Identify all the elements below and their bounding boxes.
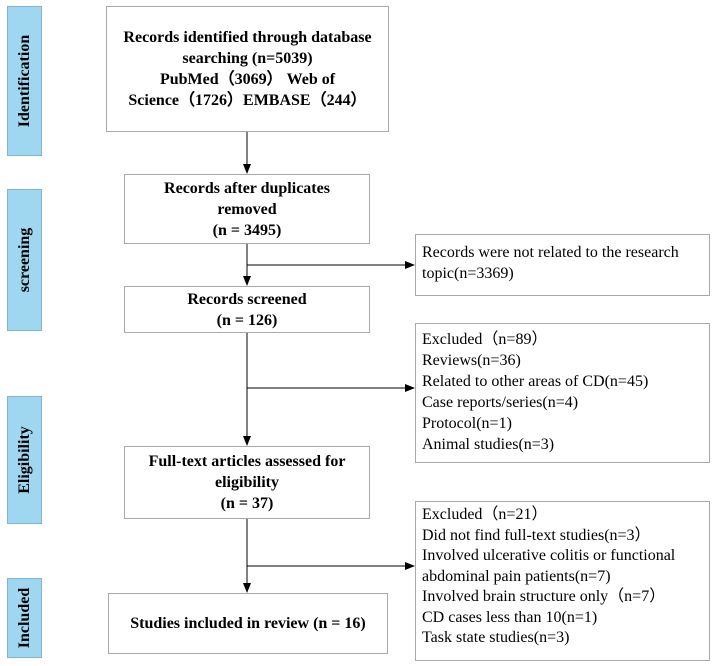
- stage-screening: screening: [7, 189, 42, 331]
- records-after-duplicates-box: Records after duplicates removed (n = 34…: [124, 174, 370, 244]
- box-line: Records after duplicates: [164, 179, 330, 197]
- box-line: Involved ulcerative colitis or functiona…: [422, 547, 676, 564]
- box-line: Related to other areas of CD(n=45): [422, 373, 649, 390]
- box-line: Involved brain structure only（n=7）: [422, 588, 666, 605]
- box-line: removed: [217, 200, 277, 218]
- box-line: Task state studies(n=3): [422, 629, 570, 646]
- box-line: topic(n=3369): [422, 265, 514, 282]
- box-line: Studies included in review (n = 16): [130, 615, 366, 632]
- box-line: Did not find full-text studies(n=3）: [422, 526, 651, 544]
- stage-included: Included: [7, 578, 42, 658]
- box-line: eligibility: [215, 474, 279, 491]
- box-line: Records screened: [187, 290, 307, 308]
- excluded-full-text-box: Excluded（n=21） Did not find full-text st…: [415, 501, 710, 661]
- box-line: Excluded（n=21）: [422, 506, 548, 523]
- box-line: Records were not related to the research: [422, 244, 679, 261]
- stage-identification: Identification: [7, 6, 42, 156]
- box-line: searching (n=5039): [182, 50, 313, 67]
- studies-included-box: Studies included in review (n = 16): [108, 593, 388, 654]
- full-text-assessed-box: Full-text articles assessed for eligibil…: [124, 446, 370, 519]
- box-line: (n = 126): [216, 311, 278, 329]
- box-line: Full-text articles assessed for: [148, 453, 346, 470]
- box-line: Animal studies(n=3): [422, 436, 555, 453]
- box-line: Case reports/series(n=4): [422, 394, 579, 411]
- records-identified-box: Records identified through database sear…: [106, 6, 389, 132]
- box-line: (n = 3495): [212, 221, 282, 239]
- excluded-screening-box: Excluded（n=89） Reviews(n=36) Related to …: [415, 323, 710, 463]
- records-screened-box: Records screened (n = 126): [124, 286, 370, 333]
- box-line: Records identified through database: [123, 29, 372, 46]
- box-line: abdominal pain patients(n=7): [422, 567, 611, 585]
- box-line: (n = 37): [220, 495, 274, 512]
- not-related-box: Records were not related to the research…: [415, 234, 710, 296]
- box-line: Reviews(n=36): [422, 352, 521, 369]
- box-line: Protocol(n=1): [422, 415, 512, 432]
- stage-eligibility: Eligibility: [7, 396, 42, 524]
- box-line: PubMed（3069） Web of: [159, 71, 336, 88]
- box-line: CD cases less than 10(n=1): [422, 608, 598, 626]
- box-line: Science（1726）EMBASE（244）: [128, 92, 367, 109]
- box-line: Excluded（n=89）: [422, 331, 548, 348]
